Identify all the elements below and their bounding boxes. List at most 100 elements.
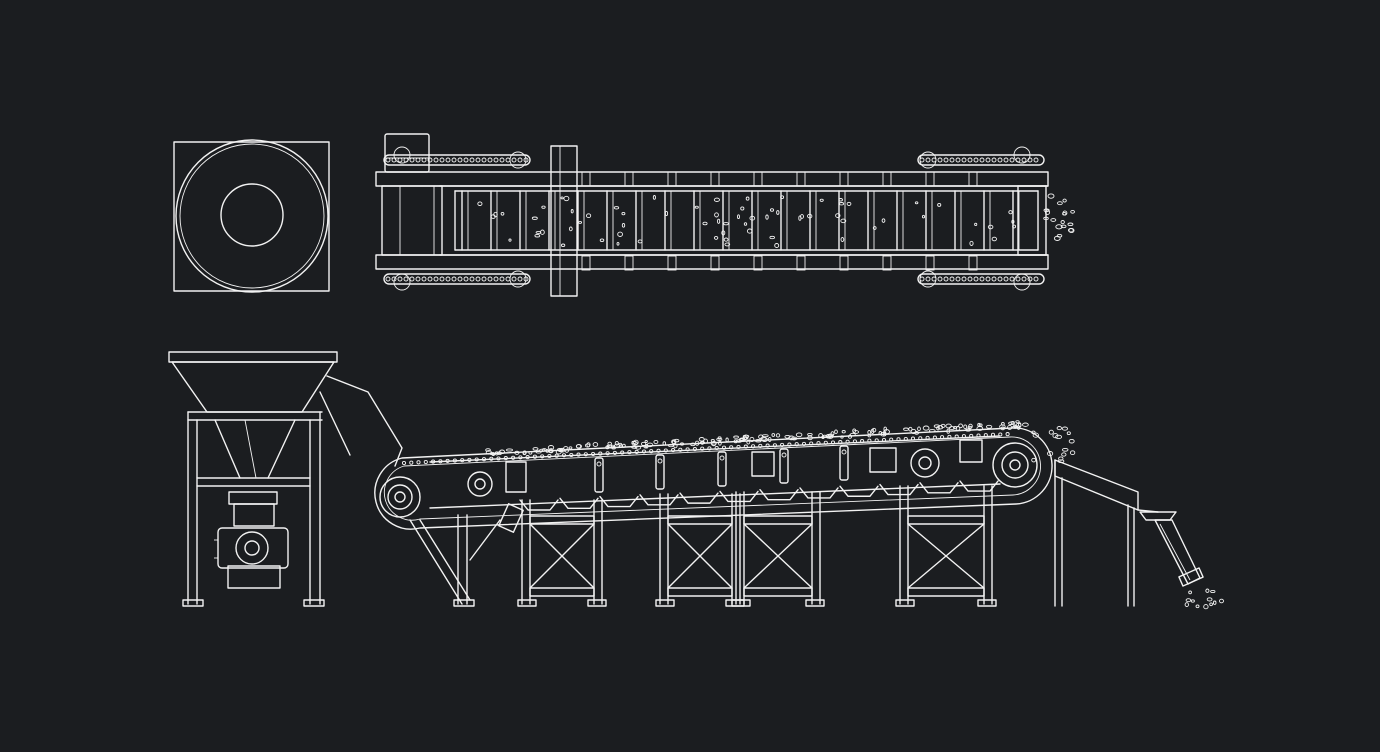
chain-link: [896, 437, 901, 442]
pebble: [774, 243, 780, 248]
material-pebbles-top: [477, 193, 1075, 248]
chain-link: [931, 157, 937, 163]
pebble: [714, 212, 719, 218]
pebble: [613, 206, 620, 210]
pebble: [1056, 426, 1062, 431]
pebble: [1056, 233, 1063, 238]
chain-link: [967, 157, 973, 163]
tower-foot: [731, 599, 751, 607]
pebble: [500, 211, 505, 216]
chain-link: [481, 457, 487, 462]
chain: [383, 273, 531, 285]
side-view: [168, 351, 1224, 610]
pebble: [1043, 216, 1049, 221]
pebble: [1047, 193, 1055, 199]
chain-link: [415, 276, 421, 282]
pebble: [725, 437, 729, 443]
bracket: [882, 171, 892, 187]
chain-link: [772, 443, 777, 448]
inclined-belt-conveyor: [374, 420, 1076, 607]
trough: [519, 499, 559, 511]
pebble: [631, 445, 638, 449]
chain-link: [525, 455, 530, 460]
chain-link: [736, 444, 741, 450]
chain-link: [433, 276, 439, 282]
chain-link: [469, 157, 475, 163]
pebble: [496, 451, 503, 456]
bracket: [667, 171, 677, 187]
chain-link: [427, 157, 433, 163]
chain: [383, 154, 531, 166]
chain-link: [714, 445, 719, 451]
pebble: [1061, 426, 1068, 431]
pebble: [723, 237, 729, 242]
stand-bolt: [596, 461, 602, 467]
chain-link: [439, 157, 445, 163]
pebble: [535, 450, 542, 454]
pebble: [1032, 432, 1039, 438]
pebble: [644, 440, 648, 443]
pebble: [798, 215, 802, 221]
pebble: [514, 450, 520, 455]
pebble: [531, 216, 538, 220]
pebble: [563, 195, 570, 202]
sprocket: [509, 270, 527, 288]
chain-link: [401, 460, 407, 466]
trough: [959, 480, 999, 492]
chain-link: [423, 459, 428, 465]
trough: [839, 485, 879, 497]
chain-link: [976, 433, 981, 438]
pebble: [637, 239, 643, 244]
pebble: [621, 211, 626, 216]
chain-link: [493, 276, 499, 282]
tower-beam: [743, 515, 813, 525]
bracket: [624, 171, 634, 187]
tower-foot: [725, 599, 745, 607]
sprocket: [393, 146, 411, 164]
stand: [779, 448, 789, 484]
tower-foot: [805, 599, 825, 607]
pebble: [840, 218, 847, 224]
belt-chain-links: [401, 432, 1010, 466]
chain-link: [591, 451, 596, 457]
pebble: [1062, 198, 1067, 203]
chain-link: [881, 437, 887, 443]
pebble: [721, 230, 726, 236]
chain-link: [460, 458, 465, 463]
pebble: [711, 441, 717, 447]
pebble: [838, 198, 843, 202]
pebble: [653, 439, 659, 445]
pebble: [599, 238, 605, 242]
pebble: [1022, 422, 1029, 427]
pebble: [733, 439, 738, 444]
pebble: [922, 425, 930, 431]
pebble: [477, 201, 483, 206]
pebble: [724, 242, 731, 247]
pebble: [1018, 422, 1022, 428]
chain-link: [475, 276, 481, 282]
chain-link: [445, 276, 451, 282]
chain-link: [925, 276, 931, 282]
hopper-feeder: [168, 351, 403, 607]
chain-link: [452, 458, 457, 463]
pebble: [1062, 210, 1068, 216]
chain-link: [1015, 276, 1021, 282]
chain-link: [903, 436, 908, 442]
pebble: [652, 195, 656, 200]
tower-beam: [907, 515, 985, 525]
chain-link: [925, 435, 930, 440]
pebble: [1205, 588, 1210, 593]
pebble: [733, 435, 739, 439]
chain-link: [943, 276, 949, 282]
chain-link: [547, 453, 552, 459]
stand: [594, 457, 604, 493]
chain-link: [961, 276, 967, 282]
pebble: [963, 424, 968, 430]
chain-link: [940, 435, 945, 440]
chain-link: [499, 157, 505, 163]
chain-link: [983, 433, 988, 438]
pebble: [737, 214, 740, 220]
pebble: [534, 233, 541, 238]
